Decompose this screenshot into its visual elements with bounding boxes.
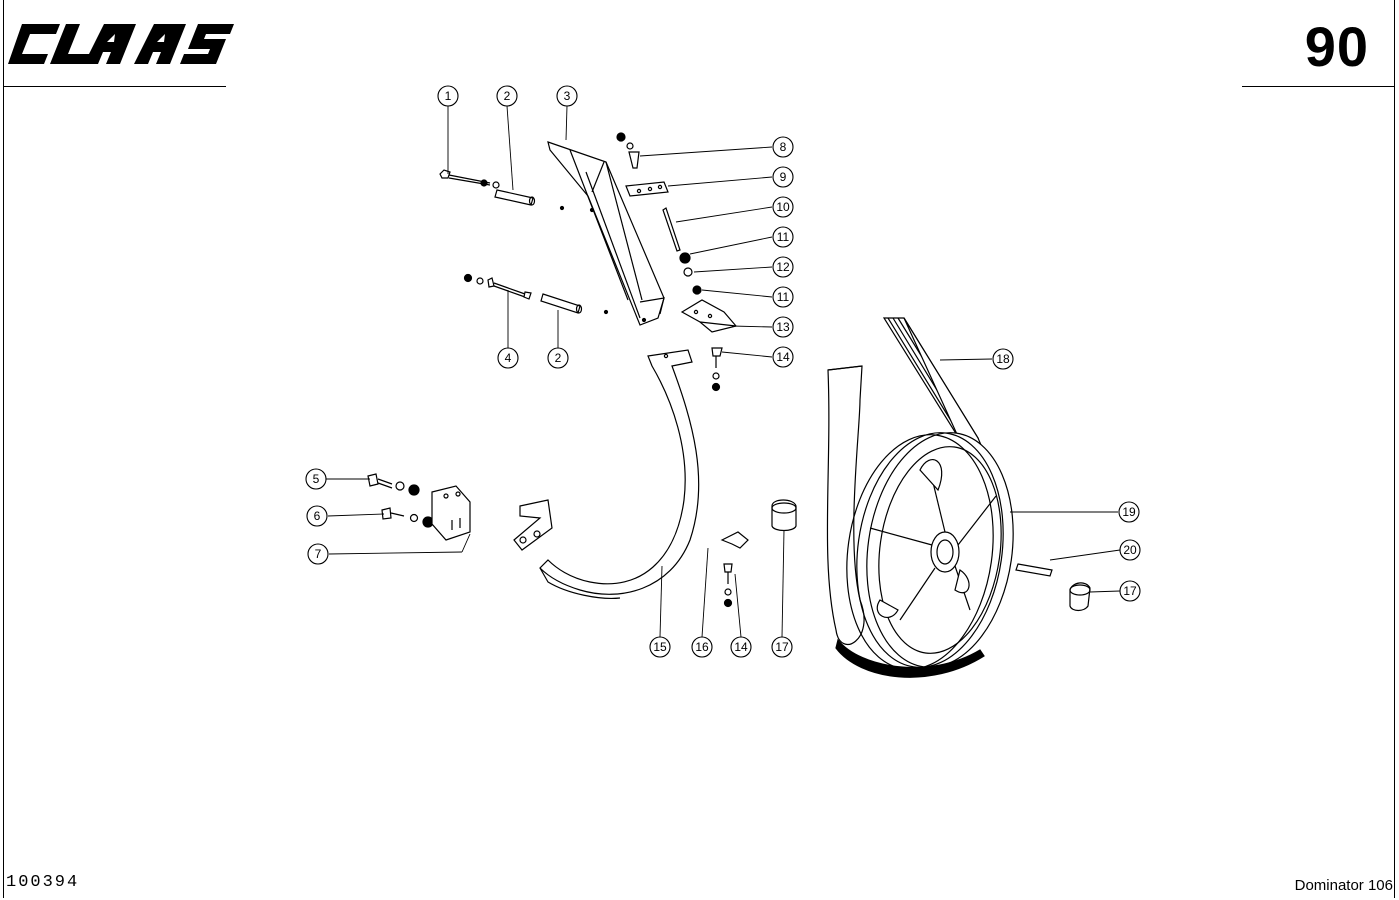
callout-label-8: 8 [780,140,787,154]
callout-label-7: 7 [315,547,322,561]
callout-label-11b: 11 [777,290,790,304]
callout-label-14: 14 [776,350,790,364]
part-tube-lower-2 [540,293,583,314]
callout-label-6: 6 [314,509,321,523]
callout-label-18: 18 [996,352,1010,366]
callout-15 [649,636,671,658]
callout-1 [437,85,459,107]
callout-label-5: 5 [313,472,320,486]
part-bolt-4 [463,273,532,300]
part-key-20 [1015,563,1053,577]
header-rule-right [1242,86,1394,87]
callout-label-9: 9 [780,170,787,184]
callout-13 [772,316,794,338]
part-channel-support-3 [547,141,665,326]
callout-19 [1118,501,1140,523]
callout-label-10: 10 [776,200,790,214]
callout-18 [992,348,1014,370]
callout-17 [771,636,793,658]
callout-label-17: 17 [775,640,789,654]
callout-label-12: 12 [776,260,790,274]
callout-label-11: 11 [777,230,790,244]
callout-label-16: 16 [695,640,709,654]
callout-3 [556,85,578,107]
callout-label-20: 20 [1123,543,1137,557]
callout-circles [305,85,1141,658]
callout-16 [691,636,713,658]
part-angle-bracket-13 [680,299,738,333]
callout-label-14b: 14 [734,640,748,654]
part-hardware-5-7 [367,473,471,541]
machine-model: Dominator 106 [1294,877,1393,894]
callout-2b [547,347,569,369]
callout-label-17b: 17 [1123,584,1137,598]
callout-5 [305,468,327,490]
callout-4 [497,347,519,369]
part-bolt-14-upper [711,347,723,392]
part-curved-strap-15 [513,349,700,599]
frame-left-border [3,0,4,898]
header-rule-left [3,86,226,87]
leader-lines [326,105,1121,638]
callout-label-19: 19 [1122,505,1136,519]
part-hardware-16-14 [720,531,749,608]
drawing-number: 100394 [6,873,80,892]
callout-label-1: 1 [445,89,452,103]
part-bolt-long-1 [439,169,500,189]
callout-label-4: 4 [505,351,512,365]
callout-label-2: 2 [504,89,511,103]
part-tube-upper-2 [494,189,536,206]
callout-7 [307,543,329,565]
frame-right-border [1394,0,1395,898]
callout-2 [496,85,518,107]
callout-11b [772,286,794,308]
page-number: 90 [1304,15,1369,78]
claas-logo [8,24,234,64]
callout-6 [306,505,328,527]
callout-20 [1119,539,1141,561]
part-bushing-17 [771,499,797,532]
callout-9 [772,166,794,188]
callout-14b [730,636,752,658]
callout-11 [772,226,794,248]
callout-10 [772,196,794,218]
callout-label-13: 13 [776,320,790,334]
callout-17b [1119,580,1141,602]
callout-label-3: 3 [564,89,571,103]
callout-14 [772,346,794,368]
callout-12 [772,256,794,278]
part-pulley-19 [826,365,1014,678]
callout-8 [772,136,794,158]
part-bushing-17-right [1069,582,1091,612]
callout-label-2b: 2 [555,351,562,365]
callout-label-15: 15 [653,640,667,654]
part-hardware-8-12 [616,132,702,295]
